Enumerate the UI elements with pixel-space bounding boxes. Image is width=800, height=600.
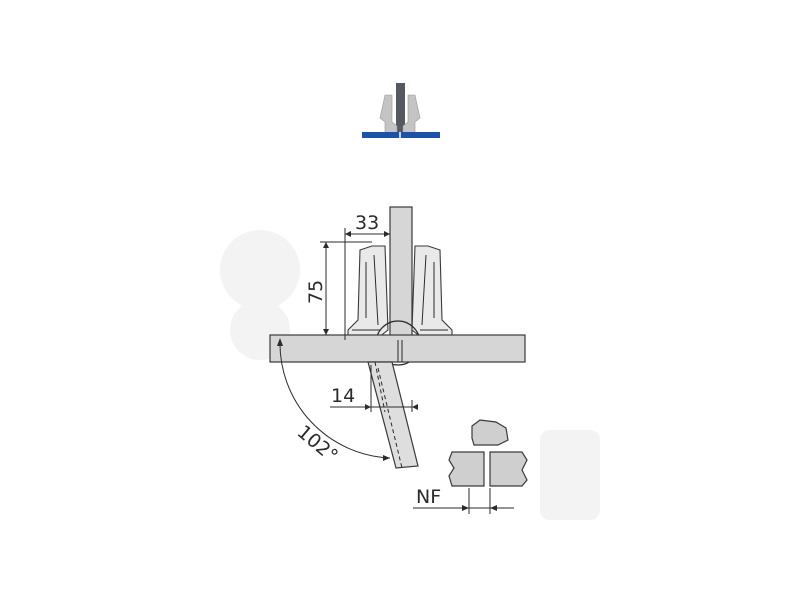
- opened-door-panel: [367, 361, 419, 469]
- clearance-nf-label: NF: [416, 486, 441, 508]
- hinge-pair-icon: [362, 83, 440, 138]
- left-hinge-cup: [347, 245, 389, 339]
- opening-angle-arc: [279, 339, 391, 459]
- clearance-detail: NF: [413, 419, 528, 514]
- right-hinge-cup: [411, 245, 453, 339]
- detail-upper-block: [471, 419, 509, 446]
- main-cross-section: 33 75 14 102°: [269, 206, 526, 469]
- detail-left-panel: [448, 451, 485, 487]
- detail-right-panel: [489, 451, 528, 487]
- dimension-33-label: 33: [355, 212, 379, 234]
- dimension-14-label: 14: [331, 385, 355, 407]
- dimension-75-label: 75: [305, 280, 327, 304]
- center-side-panel: [389, 206, 413, 338]
